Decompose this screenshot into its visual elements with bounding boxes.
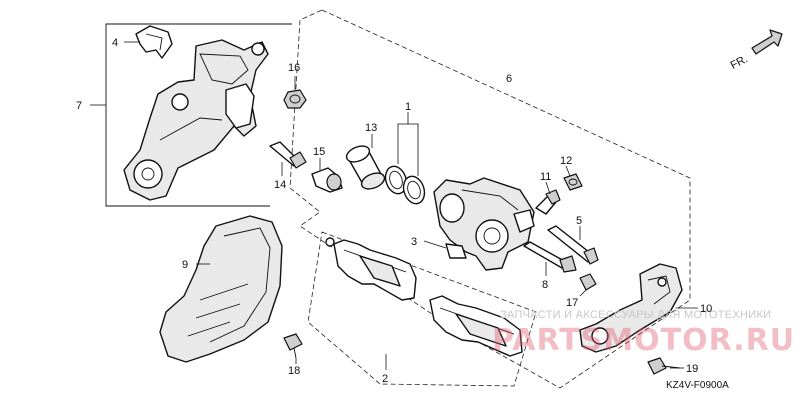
caliper-body — [433, 177, 535, 271]
front-direction-arrow — [751, 29, 783, 55]
disc-guard-9 — [159, 215, 283, 363]
callout-15: 15 — [313, 146, 325, 158]
nut-17 — [579, 273, 597, 291]
callout-10: 10 — [700, 303, 712, 315]
callout-3: 3 — [411, 236, 417, 248]
callout-13: 13 — [365, 122, 377, 134]
callout-14: 14 — [274, 179, 286, 191]
pad-spring — [135, 25, 173, 59]
pad-pin-5 — [547, 225, 599, 265]
callout-5: 5 — [576, 215, 582, 227]
callout-2: 2 — [382, 373, 388, 385]
callout-19: 19 — [686, 363, 698, 375]
bleed-valve-11 — [535, 189, 561, 215]
pin-bolt-14 — [269, 141, 307, 169]
callout-9: 9 — [182, 259, 188, 271]
bracket-group-box — [105, 23, 292, 207]
callout-16: 16 — [288, 62, 300, 74]
callout-8: 8 — [542, 279, 548, 291]
boot-15 — [311, 167, 343, 193]
callout-4: 4 — [112, 37, 118, 49]
bolt-16 — [283, 89, 307, 109]
piston-13 — [345, 145, 386, 190]
watermark-small: ЗАПЧАСТИ И АКСЕССУАРЫ ДЛЯ МОТОТЕХНИКИ — [500, 309, 771, 321]
brake-pad-lower — [429, 295, 523, 357]
callout-17: 17 — [566, 297, 578, 309]
callout-6: 6 — [506, 73, 512, 85]
bolt-18 — [283, 333, 303, 359]
seal-set-1 — [384, 165, 426, 205]
callout-12: 12 — [560, 155, 572, 167]
stopper-guard-10 — [579, 263, 683, 353]
assembly-outline-2 — [307, 231, 537, 387]
caliper-bracket — [123, 39, 269, 201]
drawing-code: KZ4V-F0900A — [666, 380, 729, 391]
callout-1: 1 — [405, 101, 411, 113]
watermark-big: PARTSMOTOR.RU — [492, 323, 795, 358]
pin-bolt-8 — [523, 241, 577, 273]
callout-11: 11 — [540, 171, 551, 183]
direction-label: FR. — [729, 53, 750, 72]
brake-pad-upper — [325, 237, 417, 301]
bolt-19 — [647, 357, 681, 375]
callout-18: 18 — [288, 365, 300, 377]
callout-7: 7 — [76, 100, 82, 112]
bleed-cap-12 — [563, 173, 583, 191]
